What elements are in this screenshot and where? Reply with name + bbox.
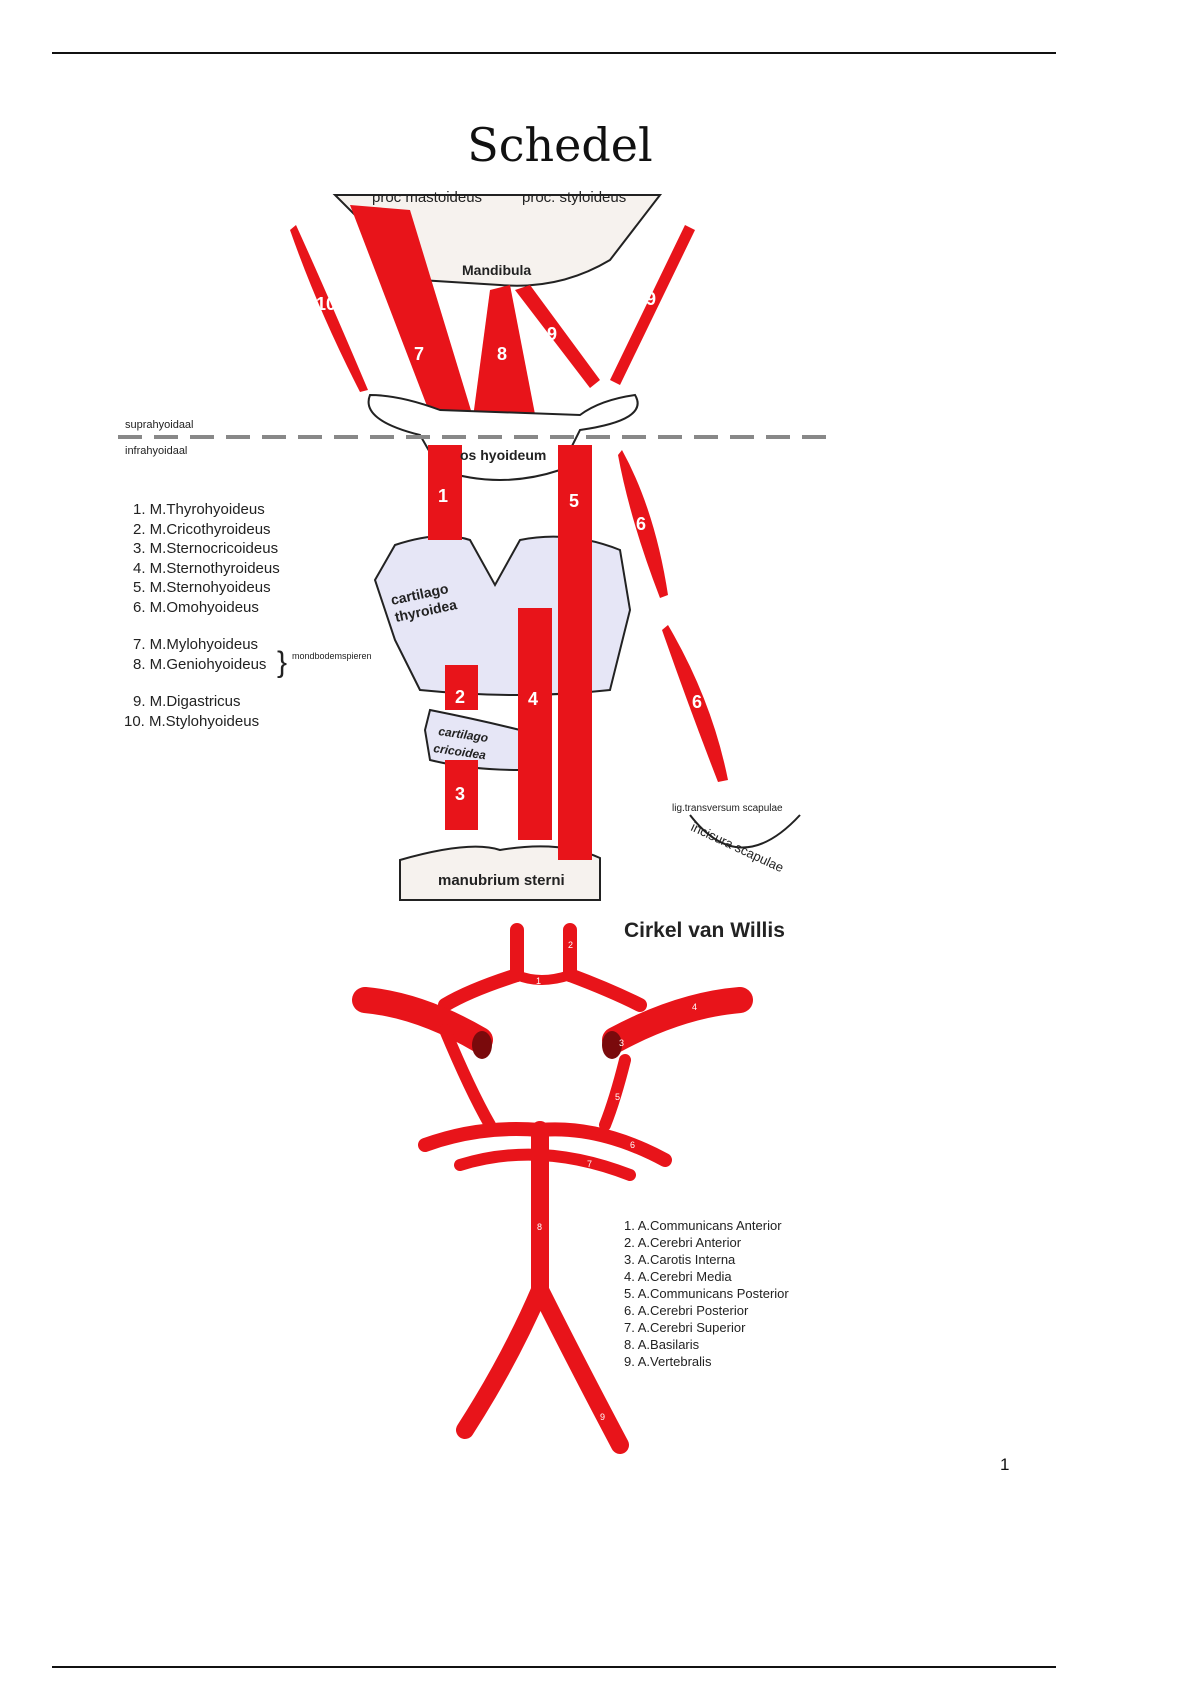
legend-item: 4. M.Sternothyroideus — [133, 559, 280, 577]
muscle-number: 2 — [455, 687, 465, 707]
vessel-number: 2 — [568, 940, 573, 950]
label-suprahyoidaal: suprahyoidaal — [125, 419, 194, 431]
vessel-number: 9 — [600, 1412, 605, 1422]
legend-item: 8. A.Basilaris — [624, 1337, 700, 1352]
label-os-hyoideum: os hyoideum — [460, 447, 546, 463]
muscle-number: 4 — [528, 689, 538, 709]
page-title: Schedel — [467, 118, 653, 172]
muscle-5 — [558, 445, 592, 860]
muscle-number: 5 — [569, 491, 579, 511]
manubrium-sterni — [399, 845, 601, 901]
legend-item: 8. M.Geniohyoideus — [133, 655, 267, 673]
muscle-number: 6 — [636, 514, 646, 534]
brace: } — [277, 646, 287, 679]
label-manubrium-sterni: manubrium sterni — [438, 872, 565, 889]
muscle-7 — [350, 205, 480, 440]
vessel-number: 3 — [619, 1038, 624, 1048]
label-cartilago-cricoidea: cartilago — [438, 724, 489, 745]
label-incisura-scapulae: incisura scapulae — [689, 819, 786, 875]
muscle-number: 7 — [414, 344, 424, 364]
legend-item: 6. M.Omohyoideus — [133, 598, 259, 616]
page-number: 1 — [1000, 1455, 1010, 1474]
legend-item: 3. M.Sternocricoideus — [133, 540, 279, 557]
label-proc-mastoideus: proc mastoideus — [372, 189, 482, 206]
vessel-number: 4 — [692, 1002, 697, 1012]
legend-item: 3. A.Carotis Interna — [624, 1252, 736, 1267]
muscle-6a — [618, 450, 668, 598]
bottom-rule — [52, 1666, 1056, 1668]
muscle-number: 8 — [497, 344, 507, 364]
muscle-8 — [470, 285, 540, 440]
vessel-number: 5 — [615, 1092, 620, 1102]
carotis-right-opening — [602, 1031, 622, 1059]
legend-item: 1. A.Communicans Anterior — [624, 1218, 782, 1233]
legend-item: 5. M.Sternohyoideus — [133, 579, 271, 596]
muscle-10 — [290, 225, 368, 392]
muscle-number: 9 — [547, 324, 557, 344]
muscle-6b — [662, 625, 728, 782]
legend-item: 4. A.Cerebri Media — [624, 1269, 732, 1284]
muscle-9b — [610, 225, 695, 385]
legend-item: 9. M.Digastricus — [133, 693, 241, 710]
legend-item: 2. A.Cerebri Anterior — [624, 1235, 742, 1250]
legend-item: 5. A.Communicans Posterior — [624, 1286, 789, 1301]
muscle-3 — [445, 760, 478, 830]
legend-item: 10. M.Stylohyoideus — [124, 712, 260, 730]
legend-item: 7. A.Cerebri Superior — [624, 1320, 746, 1335]
label-lig-transversum: lig.transversum scapulae — [672, 803, 783, 814]
top-rule — [52, 52, 1056, 54]
vessel-number: 8 — [537, 1222, 542, 1232]
muscle-number: 9 — [646, 289, 656, 309]
vessel-number: 6 — [630, 1140, 635, 1150]
carotis-left-opening — [472, 1031, 492, 1059]
legend-item: 7. M.Mylohyoideus — [133, 636, 259, 653]
legend-item: 9. A.Vertebralis — [624, 1354, 712, 1369]
muscle-number: 10 — [316, 294, 336, 314]
muscle-1 — [428, 445, 462, 540]
muscle-4 — [518, 608, 552, 840]
legend-item: 1. M.Thyrohyoideus — [133, 501, 265, 518]
muscle-number: 6 — [692, 692, 702, 712]
vessel-number: 7 — [587, 1159, 592, 1169]
label-proc-styloideus: proc. styloideus — [522, 189, 626, 206]
muscle-9a — [515, 285, 600, 388]
label-infrahyoidaal: infrahyoidaal — [125, 445, 187, 457]
muscle-2 — [445, 665, 478, 710]
label-mondbodemspieren: mondbodemspieren — [292, 651, 372, 661]
vessel-legend: 1. A.Communicans Anterior 2. A.Cerebri A… — [624, 1217, 789, 1370]
label-mandibula: Mandibula — [462, 262, 531, 278]
legend-item: 6. A.Cerebri Posterior — [624, 1303, 749, 1318]
incisura-scapulae-curve — [689, 814, 801, 849]
vessel-number: 1 — [536, 976, 541, 986]
muscle-number: 1 — [438, 486, 448, 506]
muscle-legend: 1. M.Thyrohyoideus 2. M.Cricothyroideus … — [124, 500, 280, 731]
circle-of-willis-figure — [352, 923, 753, 1454]
legend-item: 2. M.Cricothyroideus — [133, 520, 271, 538]
muscle-number: 3 — [455, 784, 465, 804]
figure-title-cirkel-van-willis: Cirkel van Willis — [624, 919, 785, 942]
